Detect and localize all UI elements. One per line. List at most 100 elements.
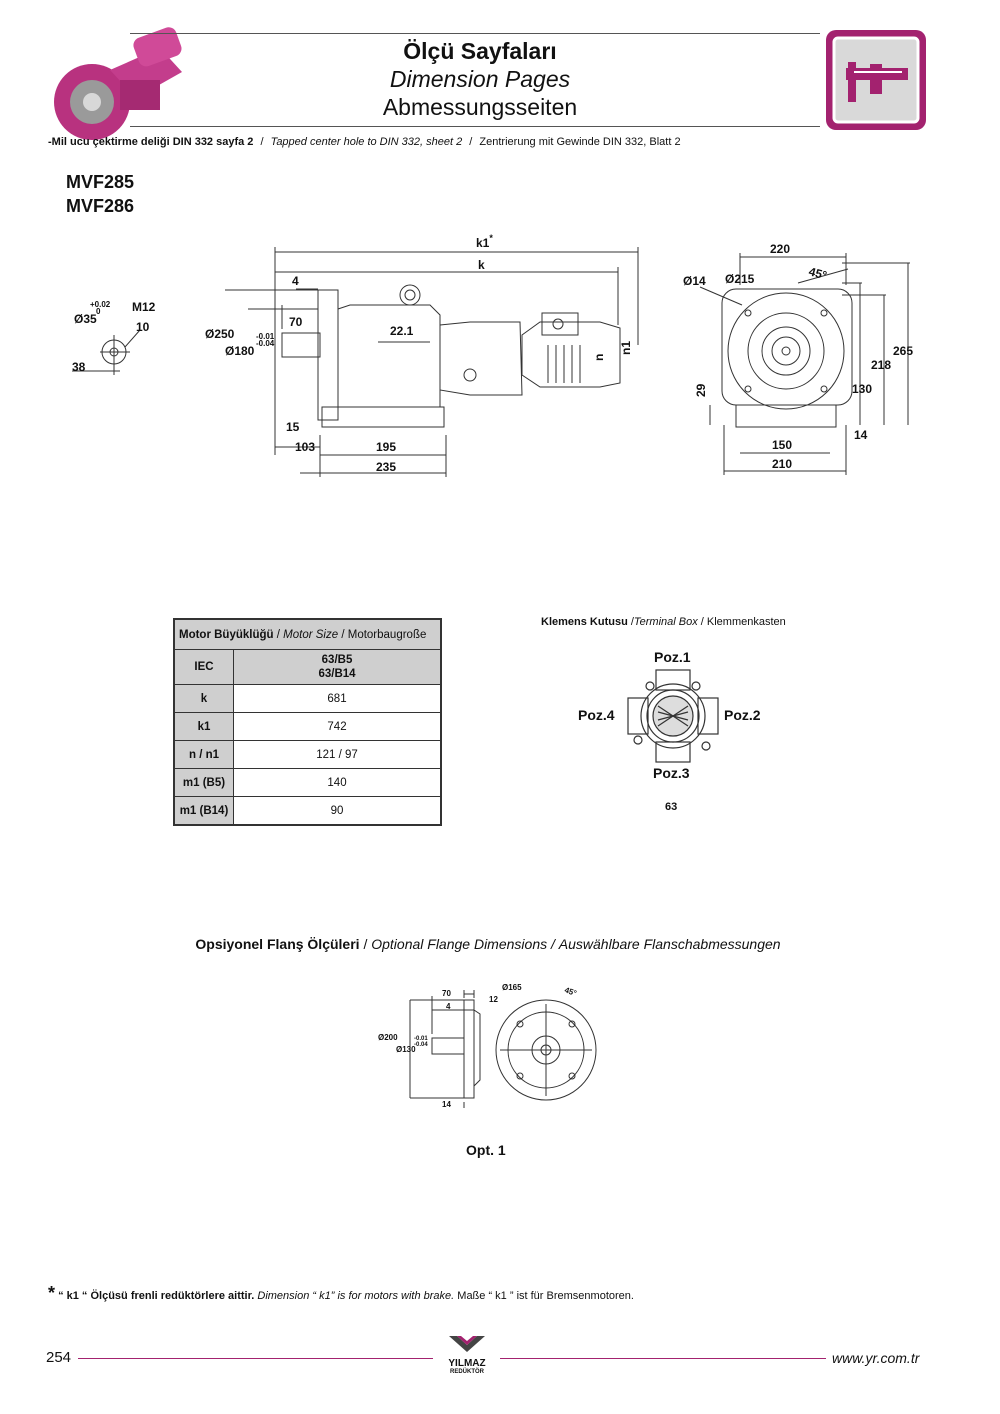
dim-d14: Ø14 <box>683 274 706 288</box>
row-value: 140 <box>233 768 442 797</box>
table-row: IEC 63/B5 63/B14 <box>173 649 442 685</box>
shaft-tol-upper: +0.02 <box>90 300 111 309</box>
subtitle-sep1: / <box>260 136 264 148</box>
row-label: k <box>173 684 234 713</box>
model-name-2: MVF286 <box>66 196 135 216</box>
flange-dim-12: 12 <box>489 995 498 1004</box>
row-label: m1 (B14) <box>173 796 234 826</box>
table-row: m1 (B5)140 <box>173 768 442 797</box>
page-number: 254 <box>46 1349 72 1366</box>
shaft-diameter: Ø35 <box>74 312 97 326</box>
flange-dim-tol-a: -0.01 <box>414 1036 428 1042</box>
model-name-1: MVF285 <box>66 172 135 192</box>
flange-dim-d200: Ø200 <box>378 1033 398 1042</box>
shaft-tol-lower: 0 <box>96 307 101 316</box>
dim-tol-a: -0.01 <box>256 332 275 341</box>
dim-70: 70 <box>289 315 303 329</box>
dim-210: 210 <box>772 457 792 471</box>
dim-d180: Ø180 <box>225 344 255 358</box>
side-view <box>225 247 639 477</box>
footnote: * “ k1 “ Ölçüsü frenli redüktörlere aitt… <box>48 1283 634 1303</box>
table-header: Motor Büyüklüğü / Motor Size / Motorbaug… <box>173 618 442 650</box>
row-label: k1 <box>173 712 234 741</box>
header-product-image <box>40 20 190 140</box>
subtitle-en: Tapped center hole to DIN 332, sheet 2 <box>270 136 463 148</box>
flange-dim-tol-b: -0.04 <box>414 1042 428 1048</box>
dim-14: 14 <box>854 428 868 442</box>
header-rule-bottom <box>130 126 820 127</box>
dim-k1: k1* <box>476 233 493 250</box>
optional-flange-drawing: 70 4 Ø200 Ø130 -0.01 -0.04 14 Ø165 12 45… <box>378 983 597 1109</box>
dim-22-1: 22.1 <box>390 324 414 338</box>
dim-15: 15 <box>286 420 300 434</box>
footer-logo: YILMAZ REDÜKTÖR <box>440 1334 494 1376</box>
dim-4: 4 <box>292 274 299 288</box>
footer-url: www.yr.com.tr <box>832 1350 920 1366</box>
dim-tol-b: -0.04 <box>256 339 275 348</box>
optional-flange-title: Opsiyonel Flanş Ölçüleri / Optional Flan… <box>195 936 781 952</box>
dim-d250: Ø250 <box>205 327 235 341</box>
dim-n1: n1 <box>619 341 633 355</box>
shaft-thread-depth: 10 <box>136 320 150 334</box>
terminal-poz2: Poz.2 <box>724 707 761 723</box>
subtitle-tr: -Mil ucu çektirme deliği DIN 332 sayfa 2 <box>48 136 254 148</box>
dim-150: 150 <box>772 438 792 452</box>
terminal-poz1: Poz.1 <box>654 649 691 665</box>
yilmaz-logo-icon <box>449 1336 485 1352</box>
flange-dim-d165: Ø165 <box>502 983 522 992</box>
row-value: 63/B5 63/B14 <box>233 649 442 685</box>
row-label: IEC <box>173 649 234 685</box>
dim-195: 195 <box>376 440 396 454</box>
row-value: 90 <box>233 796 442 826</box>
motor-size-table-wrap: Motor Büyüklüğü / Motor Size / Motorbaug… <box>173 618 442 826</box>
dim-angle-45: 45° <box>807 264 828 282</box>
motor-size-table: Motor Büyüklüğü / Motor Size / Motorbaug… <box>173 618 442 826</box>
subtitle-de: Zentrierung mit Gewinde DIN 332, Blatt 2 <box>479 136 681 148</box>
optional-flange-caption: Opt. 1 <box>466 1142 506 1158</box>
row-value: 681 <box>233 684 442 713</box>
flange-dim-4: 4 <box>446 1002 451 1011</box>
dim-d215: Ø215 <box>725 272 755 286</box>
front-view <box>699 253 910 475</box>
page-title-de: Abmessungsseiten <box>382 94 578 120</box>
flange-dim-70: 70 <box>442 989 451 998</box>
row-value: 121 / 97 <box>233 740 442 769</box>
header-rule <box>130 33 820 34</box>
flange-dim-14: 14 <box>442 1100 451 1109</box>
row-label: m1 (B5) <box>173 768 234 797</box>
flange-dim-d130: Ø130 <box>396 1045 416 1054</box>
terminal-box-diagram: Poz.1 Poz.2 Poz.3 Poz.4 63 <box>578 649 761 813</box>
dim-235: 235 <box>376 460 396 474</box>
dim-n: n <box>592 354 606 361</box>
caliper-icon <box>824 28 928 132</box>
terminal-poz3: Poz.3 <box>653 765 690 781</box>
shaft-thread: M12 <box>132 300 156 314</box>
subtitle-line: -Mil ucu çektirme deliği DIN 332 sayfa 2… <box>48 136 681 148</box>
dim-29: 29 <box>694 383 708 397</box>
dim-103: 103 <box>295 440 315 454</box>
shaft-detail <box>72 329 141 375</box>
dim-265: 265 <box>893 344 913 358</box>
dim-218: 218 <box>871 358 891 372</box>
dim-130: 130 <box>852 382 872 396</box>
terminal-box-title: Klemens Kutusu /Terminal Box / Klemmenka… <box>541 616 786 628</box>
dim-k: k <box>478 258 485 272</box>
row-value: 742 <box>233 712 442 741</box>
page-title-tr: Ölçü Sayfaları <box>403 38 557 64</box>
shaft-length: 38 <box>72 360 86 374</box>
subtitle-sep2: / <box>469 136 473 148</box>
footer-rule-right <box>500 1358 826 1359</box>
page-title-en: Dimension Pages <box>389 66 571 92</box>
terminal-size: 63 <box>665 801 677 813</box>
footnote-star: * <box>48 1283 56 1303</box>
dimension-drawing: +0.02 0 Ø35 M12 10 38 <box>72 233 913 477</box>
terminal-poz4: Poz.4 <box>578 707 615 723</box>
flange-dim-angle: 45° <box>563 985 577 998</box>
row-label: n / n1 <box>173 740 234 769</box>
footer-rule-left <box>78 1358 433 1359</box>
dim-220: 220 <box>770 242 790 256</box>
table-row: m1 (B14)90 <box>173 796 442 826</box>
